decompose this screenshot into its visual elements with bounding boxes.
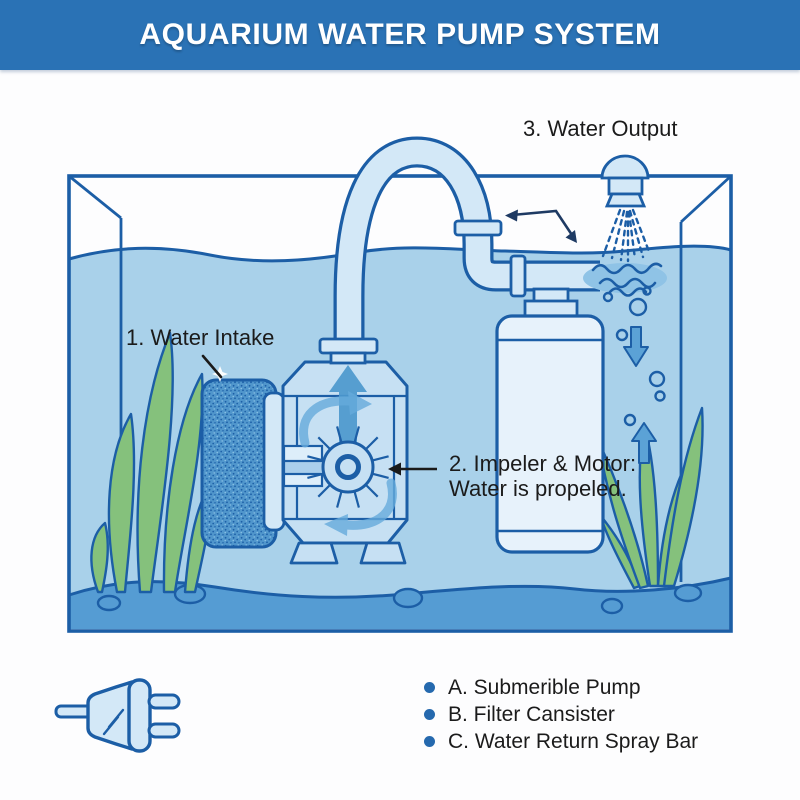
flow-down-arrow-icon: [623, 326, 649, 367]
output-bent-arrow: [505, 209, 577, 243]
bullet-icon: [424, 736, 435, 747]
flow-up-arrow-icon: [631, 422, 657, 464]
impeller-arrow: [388, 462, 437, 476]
legend: A. Submerible Pump B. Filter Cansister C…: [424, 675, 699, 753]
legend-item-spray-bar: C. Water Return Spray Bar: [424, 729, 699, 753]
water-intake-label: 1. Water Intake: [126, 325, 275, 350]
plant-right: [596, 406, 704, 590]
plug-prong-bottom: [147, 722, 181, 739]
title-banner: AQUARIUM WATER PUMP SYSTEM: [0, 0, 800, 70]
filter-canister: [495, 287, 605, 554]
rotation-arrows: [299, 391, 397, 536]
pebbles: [96, 583, 703, 615]
pump-intake-plate: [262, 391, 286, 532]
plant-left: [90, 331, 215, 594]
gravel-substrate: [68, 576, 732, 629]
annotation-arrows: [201, 209, 577, 476]
intake-pointer-line: [201, 354, 223, 379]
plug-prong-top: [147, 693, 181, 710]
pump-foot-right: [359, 541, 407, 565]
pipe-flange: [509, 254, 527, 298]
impeller-motor-label: 2. Impeler & Motor: Water is propeled.: [449, 451, 636, 501]
legend-item-pump: A. Submerible Pump: [424, 675, 698, 699]
legend-item-canister: B. Filter Cansister: [424, 702, 698, 726]
water-output-label: 3. Water Output: [523, 116, 678, 141]
pump-foot-left: [289, 541, 339, 565]
legend-item-label: B. Filter Cansister: [448, 702, 615, 726]
bubbles: [602, 286, 666, 427]
bullet-icon: [424, 709, 435, 720]
impeller-motor-label-line2: Water is propeled.: [449, 476, 627, 501]
spray-head-icon: [600, 154, 652, 263]
splash: [583, 262, 667, 297]
impeller-icon: [307, 426, 389, 508]
submersible-pump: [262, 337, 409, 565]
impeller-motor-label-line1: 2. Impeler & Motor:: [449, 451, 637, 476]
legend-item-label: C. Water Return Spray Bar: [448, 729, 699, 753]
power-plug-icon: [54, 678, 181, 753]
bullet-icon: [424, 682, 435, 693]
spray-lines: [601, 208, 652, 263]
tube-coupling: [453, 219, 503, 237]
pump-collar: [318, 337, 379, 355]
output-tube: [333, 136, 600, 365]
page-title: AQUARIUM WATER PUMP SYSTEM: [139, 18, 661, 51]
legend-item-label: A. Submerible Pump: [448, 675, 641, 699]
